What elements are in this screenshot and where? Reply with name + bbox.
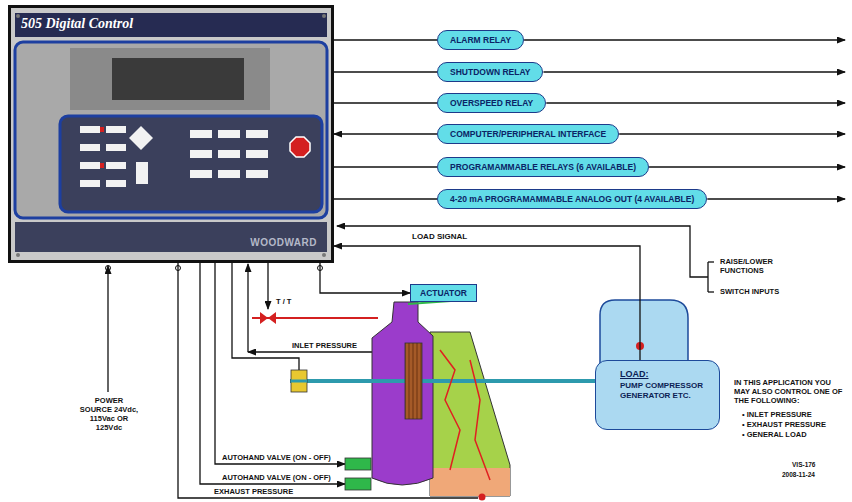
note-item: • GENERAL LOAD xyxy=(742,430,807,439)
power-label: POWER SOURCE 24Vdc, 115Vac OR 125Vdc xyxy=(78,396,140,432)
connector xyxy=(334,71,437,72)
load-heading: LOAD: xyxy=(620,369,707,379)
edge-label: LOAD SIGNAL xyxy=(410,232,469,241)
panel-title: 505 Digital Control xyxy=(21,16,133,32)
load-box: LOAD: PUMP COMPRESSOR GENERATOR ETC. xyxy=(595,360,720,430)
drawing-date: 2008-11-24 xyxy=(782,470,815,479)
output-label: 4-20 mA PROGRAMAMMABLE ANALOG OUT (4 AVA… xyxy=(450,190,694,208)
controller-box: 505 Digital ControlWOODWARD xyxy=(8,5,334,263)
connector xyxy=(334,133,437,134)
connector xyxy=(334,198,437,199)
note-text: IN THIS APPLICATION YOU MAY ALSO CONTROL… xyxy=(734,378,846,405)
input-label: SWITCH INPUTS xyxy=(720,287,779,296)
output-arrow xyxy=(524,39,845,40)
signal-label: AUTOHAND VALVE (ON - OFF) xyxy=(222,453,331,462)
interface-pill: COMPUTER/PERIPHERAL INTERFACE xyxy=(437,124,619,144)
connector xyxy=(334,246,640,360)
output-label: PROGRAMAMMABLE RELAYS (6 AVAILABLE) xyxy=(450,158,636,176)
connector xyxy=(334,39,437,40)
connector xyxy=(320,263,410,293)
connector xyxy=(334,102,437,103)
relay-pill: PROGRAMAMMABLE RELAYS (6 AVAILABLE) xyxy=(437,157,649,177)
output-arrow xyxy=(543,71,845,72)
output-arrow xyxy=(649,166,845,167)
note-item: • EXHAUST PRESSURE xyxy=(742,420,826,429)
brand-name: WOODWARD xyxy=(250,237,317,248)
output-arrow xyxy=(619,133,845,134)
input-label: RAISE/LOWER FUNCTIONS xyxy=(720,257,800,275)
note-item: • INLET PRESSURE xyxy=(742,410,812,419)
output-label: SHUTDOWN RELAY xyxy=(450,63,530,81)
output-label: COMPUTER/PERIPHERAL INTERFACE xyxy=(450,125,606,143)
signal-label: AUTOHAND VALVE (ON - OFF) xyxy=(222,473,331,482)
connector xyxy=(334,166,437,167)
output-label: ALARM RELAY xyxy=(450,31,511,49)
output-arrow xyxy=(707,198,845,199)
output-label: OVERSPEED RELAY xyxy=(450,94,533,112)
load-body: PUMP COMPRESSOR GENERATOR ETC. xyxy=(620,381,705,401)
controller-panel xyxy=(11,8,331,260)
drawing-number: VIS-176 xyxy=(792,460,816,469)
output-arrow xyxy=(546,102,845,103)
signal-label: EXHAUST PRESSURE xyxy=(214,487,293,496)
signal-label: INLET PRESSURE xyxy=(292,341,357,350)
relay-pill: ALARM RELAY xyxy=(437,30,524,50)
actuator-label: ACTUATOR xyxy=(420,288,467,298)
actuator-box: ACTUATOR xyxy=(410,284,477,302)
relay-pill: SHUTDOWN RELAY xyxy=(437,62,543,82)
valve-label: T / T xyxy=(276,297,291,306)
relay-pill: OVERSPEED RELAY xyxy=(437,93,546,113)
analog-out-pill: 4-20 mA PROGRAMAMMABLE ANALOG OUT (4 AVA… xyxy=(437,189,707,209)
